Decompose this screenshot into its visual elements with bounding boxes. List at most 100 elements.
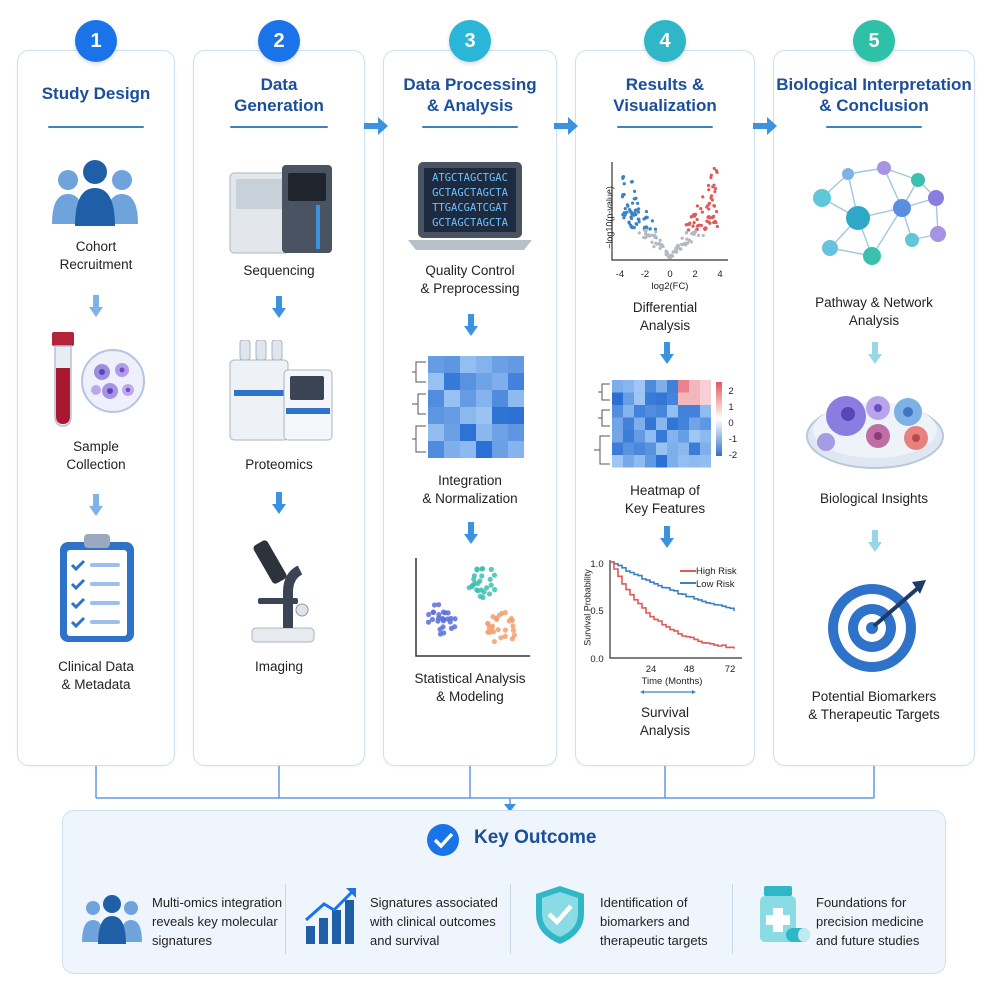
heatmap-cell: [656, 405, 667, 418]
cluster-point: [488, 566, 494, 572]
heatmap-cell: [508, 373, 524, 390]
volcano-point: [661, 244, 665, 249]
volcano-point: [695, 227, 699, 231]
check-circle-icon: [427, 824, 459, 856]
heatmap-cell: [612, 380, 623, 393]
heatmap-cell: [656, 417, 667, 430]
heatmap-cell: [492, 373, 508, 390]
target-arrow-icon: [828, 580, 926, 672]
survival-tick-label: 48: [683, 664, 695, 675]
volcano-point: [713, 219, 717, 223]
heatmap-cell: [656, 430, 667, 443]
step-label: Proteomics: [245, 457, 313, 472]
volcano-point: [701, 233, 705, 238]
volcano-x-label: log2(FC): [651, 281, 689, 292]
dna-text-line: TTGACGATCGAT: [432, 202, 508, 214]
network-graph-icon: [813, 161, 946, 265]
cluster-point: [486, 591, 493, 597]
volcano-point: [715, 224, 719, 229]
heatmap-cell: [678, 405, 689, 418]
volcano-point: [630, 201, 635, 205]
volcano-point: [633, 197, 637, 201]
heatmap-cell: [645, 417, 656, 430]
cluster-point: [495, 627, 501, 633]
volcano-point: [621, 175, 626, 179]
volcano-point: [644, 210, 649, 214]
cluster-point: [490, 614, 496, 620]
heatmap-cell: [678, 380, 689, 393]
cluster-point: [439, 615, 445, 622]
volcano-point: [691, 231, 695, 235]
heatmap-cell: [623, 455, 634, 468]
volcano-point: [636, 201, 640, 205]
mass-spectrometer-icon: [229, 340, 333, 441]
cluster-point: [440, 624, 446, 630]
heatmap-cell: [678, 430, 689, 443]
heatmap-cell: [700, 455, 711, 468]
bar-growth-icon: [305, 888, 356, 944]
cluster-point: [430, 609, 436, 615]
volcano-point: [654, 230, 658, 234]
volcano-point: [679, 247, 683, 251]
volcano-point: [648, 227, 652, 231]
heatmap-cell: [444, 441, 460, 458]
volcano-point: [625, 210, 629, 214]
cluster-point: [441, 630, 447, 636]
cluster-point: [471, 573, 478, 579]
stage-number-badge: 2: [258, 20, 300, 62]
title-underline: [422, 126, 518, 128]
volcano-point: [697, 223, 701, 227]
step-label: Biological Insights: [819, 491, 929, 506]
title-underline: [617, 126, 713, 128]
heatmap-cell: [428, 373, 444, 390]
heatmap-scale-label: 1: [728, 402, 734, 413]
arrow-down-icon: [89, 494, 103, 516]
legend-swatch-high-risk: [680, 570, 696, 572]
survival-tick-label: 0.5: [590, 606, 604, 617]
heatmap-cell: [623, 405, 634, 418]
heatmap-cell: [508, 390, 524, 407]
volcano-point: [713, 189, 717, 194]
volcano-point: [713, 186, 718, 191]
arrow-right-icon: [364, 117, 388, 135]
clipboard-checklist-icon: [60, 534, 134, 642]
volcano-point: [701, 195, 705, 199]
heatmap-cell: [476, 373, 492, 390]
cluster-point: [475, 588, 481, 594]
volcano-point: [626, 204, 630, 208]
volcano-point: [691, 224, 695, 228]
heatmap-cell: [428, 441, 444, 458]
heatmap-cell: [634, 442, 645, 455]
volcano-point: [655, 242, 659, 246]
volcano-point: [712, 204, 717, 208]
step-label: Heatmap of Key Features: [624, 483, 706, 516]
volcano-point: [645, 215, 649, 220]
heatmap-cell: [508, 441, 524, 458]
heatmap-cell: [623, 442, 634, 455]
heatmap-cell: [612, 455, 623, 468]
heatmap-cell: [623, 417, 634, 430]
cluster-point: [477, 578, 483, 584]
survival-tick-label: 72: [724, 664, 736, 675]
heatmap-cell: [689, 380, 700, 393]
cluster-point: [469, 582, 476, 588]
step-label: Integration & Normalization: [422, 473, 518, 506]
heatmap-cell: [634, 430, 645, 443]
survival-line-high-risk: [610, 561, 735, 649]
volcano-point: [652, 245, 656, 249]
volcano-point: [714, 169, 719, 173]
step-label: Sample Collection: [66, 439, 126, 472]
volcano-point: [709, 194, 714, 198]
volcano-point: [684, 231, 689, 235]
heatmap-cell: [667, 392, 678, 405]
heatmap-cell: [634, 380, 645, 393]
volcano-point: [707, 207, 711, 211]
heatmap-cell: [492, 424, 508, 441]
heatmap-cell: [667, 442, 678, 455]
volcano-point: [627, 208, 632, 212]
heatmap-scale-bar: [716, 382, 722, 456]
outcome-item-text: Multi-omics integration reveals key mole…: [152, 895, 283, 948]
heatmap-cell: [444, 390, 460, 407]
step-label: Pathway & Network Analysis: [815, 295, 933, 328]
heatmap-cell: [492, 441, 508, 458]
